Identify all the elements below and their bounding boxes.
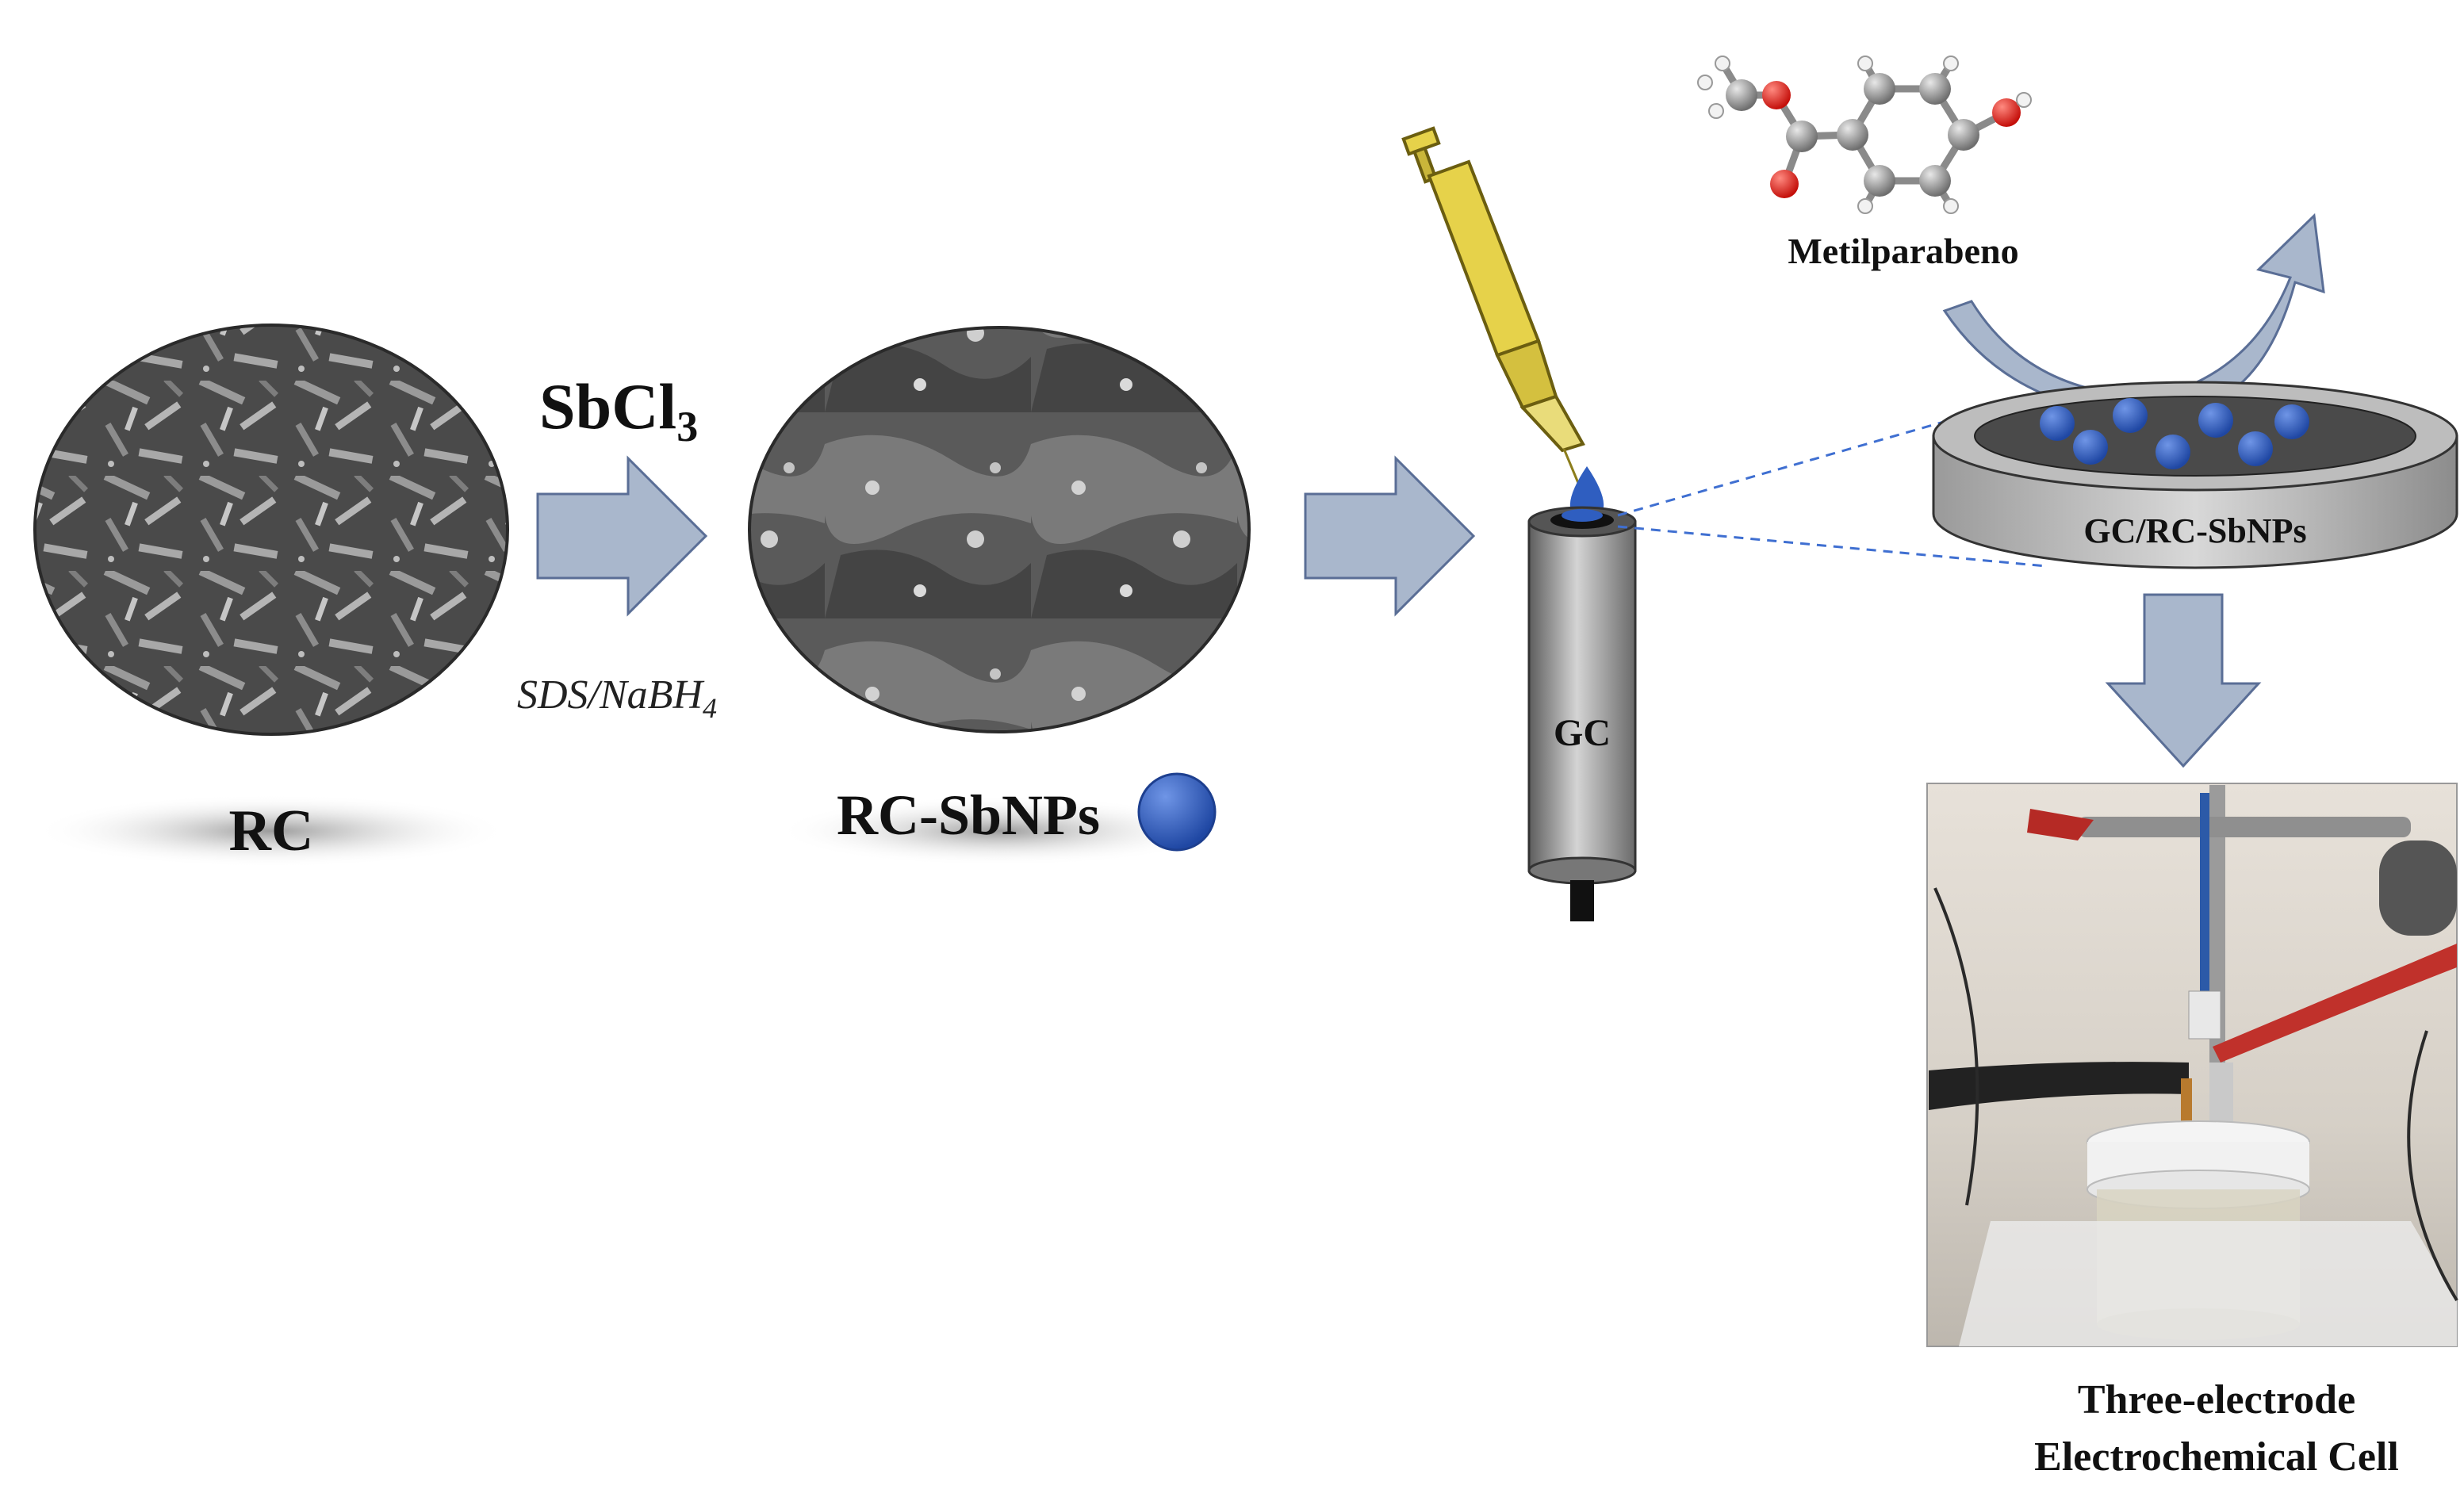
conditions-label: SDS/NaBH4 [517, 672, 717, 724]
label-rc-sbnps: RC-SbNPs [837, 783, 1100, 847]
process-arrow [1304, 455, 1476, 617]
electrode-surface-disk [1932, 381, 2458, 569]
label-modified-electrode: GC/RC-SbNPs [2083, 511, 2306, 550]
label-cell-line1: Three-electrode [2078, 1377, 2355, 1423]
glassy-carbon-electrode [1527, 506, 1637, 921]
reagent-label: SbCl3 [539, 370, 698, 450]
down-arrow [2105, 593, 2262, 768]
guide-line [1617, 525, 2047, 568]
micropipette-icon [1401, 126, 1586, 499]
label-gc: GC [1554, 712, 1611, 754]
nanoparticle-icon [1137, 772, 1217, 852]
label-cell-line2: Electrochemical Cell [2034, 1434, 2399, 1480]
process-arrow [536, 455, 708, 617]
sem-image-rc-sbnps [748, 326, 1251, 866]
label-rc: RC [229, 798, 314, 863]
sem-image-rc [33, 324, 509, 867]
electrochemical-cell-photo [1926, 783, 2458, 1347]
guide-line [1617, 417, 1956, 517]
label-molecule: Metilparabeno [1788, 231, 2018, 271]
molecule-structure [1697, 56, 2032, 214]
